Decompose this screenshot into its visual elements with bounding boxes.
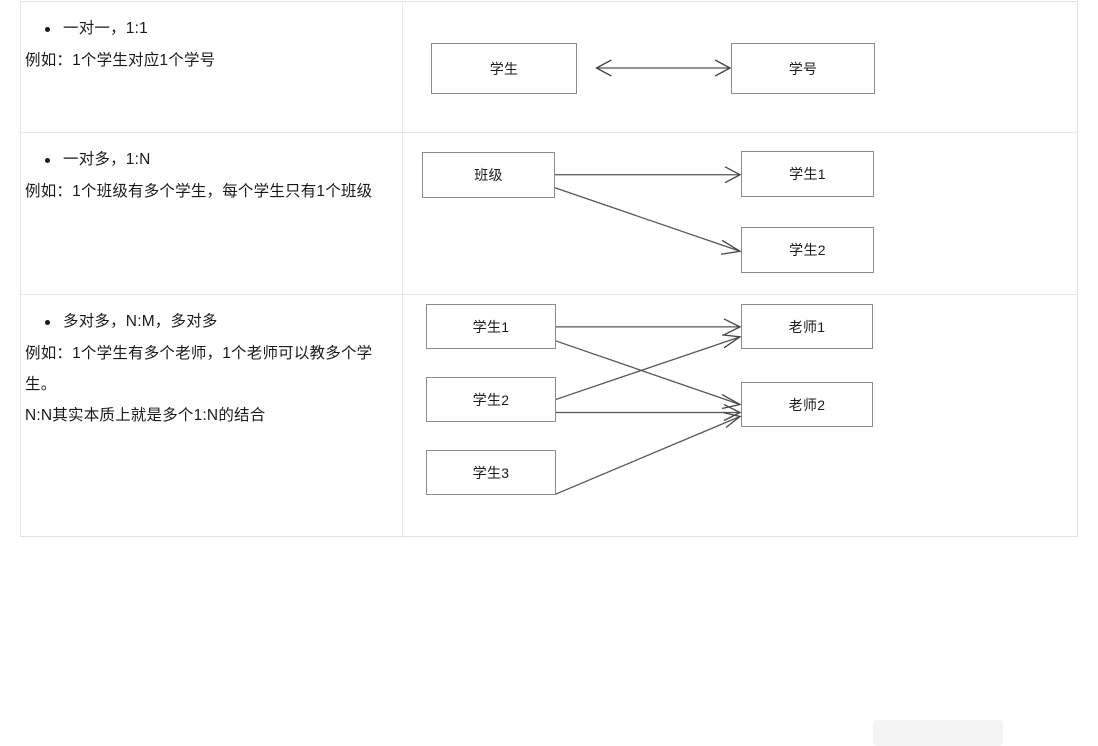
entity-box: 学生2 [741, 227, 874, 273]
entity-box: 学生1 [741, 151, 874, 197]
diagram-cell: 学生 学号 [403, 2, 1077, 132]
entity-box: 老师2 [741, 382, 873, 427]
description-cell: 一对多，1:N 例如：1个班级有多个学生，每个学生只有1个班级 [21, 133, 403, 294]
entity-box: 学生2 [426, 377, 556, 422]
entity-label: 学生3 [472, 464, 510, 481]
description-cell: 多对多，N:M，多对多 例如：1个学生有多个老师，1个老师可以教多个学生。 N:… [21, 295, 403, 538]
table-row-many-to-many: 多对多，N:M，多对多 例如：1个学生有多个老师，1个老师可以教多个学生。 N:… [21, 294, 1077, 746]
bullet-icon [45, 158, 50, 163]
description-cell: 一对一，1:1 例如：1个学生对应1个学号 [21, 2, 403, 132]
diagram-edges [554, 166, 742, 255]
table-row-one-to-one: 一对一，1:1 例如：1个学生对应1个学号 学生 学号 [21, 2, 1077, 132]
list-item: 多对多，N:M，多对多 [23, 308, 394, 336]
entity-box: 学生3 [426, 450, 556, 495]
list-item: 一对一，1:1 [23, 15, 394, 43]
entity-box: 学生 [431, 43, 577, 94]
entity-label: 老师1 [788, 318, 826, 335]
diagram-edges [595, 59, 732, 77]
table-row-one-to-many: 一对多，1:N 例如：1个班级有多个学生，每个学生只有1个班级 班级 [21, 132, 1077, 294]
entity-box: 学号 [731, 43, 875, 94]
entity-label: 班级 [474, 167, 503, 183]
bullet-icon [45, 320, 50, 325]
entity-label: 老师2 [788, 396, 826, 413]
relationship-example: 例如：1个学生对应1个学号 [25, 52, 216, 69]
entity-box: 班级 [422, 152, 555, 198]
relationship-note: N:N其实本质上就是多个1:N的结合 [25, 407, 266, 424]
entity-label: 学生 [489, 60, 519, 77]
entity-label: 学生2 [789, 242, 826, 258]
entity-label: 学生1 [472, 318, 510, 335]
entity-box: 老师1 [741, 304, 873, 349]
relationship-title: 一对一，1:1 [63, 20, 148, 37]
diagram-cell: 学生1 学生2 学生3 老师1 老师2 [403, 295, 1077, 746]
relationship-title: 多对多，N:M，多对多 [63, 313, 218, 330]
bullet-icon [45, 27, 50, 32]
entity-box: 学生1 [426, 304, 556, 349]
entity-label: 学号 [788, 60, 818, 77]
relationship-table: 一对一，1:1 例如：1个学生对应1个学号 学生 学号 [20, 1, 1078, 746]
watermark [873, 720, 1003, 746]
list-item: 一对多，1:N [23, 146, 394, 174]
page-root: 一对一，1:1 例如：1个学生对应1个学号 学生 学号 [20, 1, 1078, 746]
relationship-title: 一对多，1:N [63, 151, 151, 168]
diagram-edges [555, 318, 742, 495]
entity-label: 学生2 [472, 391, 510, 408]
relationship-example: 例如：1个班级有多个学生，每个学生只有1个班级 [25, 183, 373, 200]
relationship-example: 例如：1个学生有多个老师，1个老师可以教多个学生。 [25, 345, 373, 393]
entity-label: 学生1 [789, 166, 826, 182]
diagram-cell: 班级 学生1 学生2 [403, 133, 1077, 294]
